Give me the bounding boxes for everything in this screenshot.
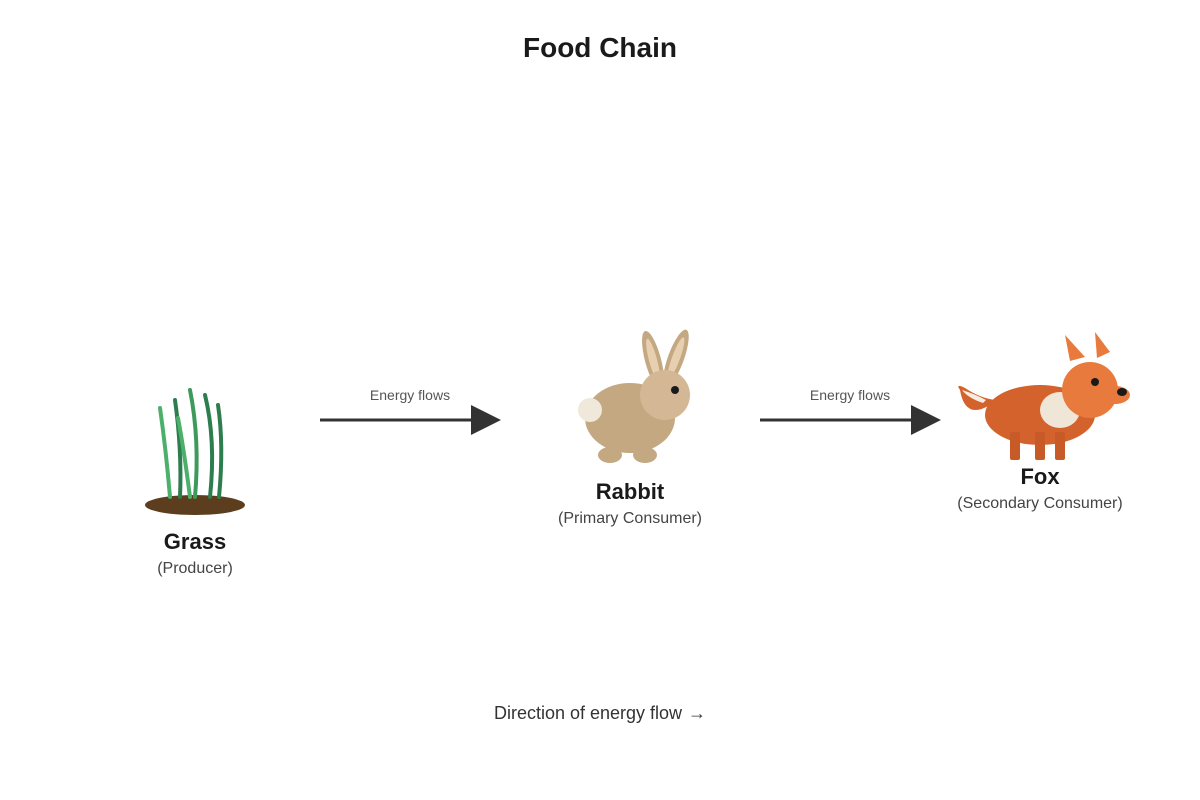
fox-nose <box>1117 388 1127 396</box>
edge-label-grass-rabbit: Energy flows <box>369 387 451 403</box>
rabbit-eye <box>671 386 679 394</box>
diagram-title: Food Chain <box>523 32 677 63</box>
node-role-rabbit: (Primary Consumer) <box>557 510 702 527</box>
rabbit-icon <box>578 329 690 463</box>
node-name-fox: Fox <box>1020 464 1060 489</box>
fox-icon <box>958 332 1130 460</box>
node-name-rabbit: Rabbit <box>595 479 665 504</box>
soil-mound <box>145 495 245 515</box>
node-role-fox: (Secondary Consumer) <box>957 495 1123 512</box>
fox-eye <box>1091 378 1099 386</box>
node-name-grass: Grass <box>163 529 227 554</box>
node-role-grass: (Producer) <box>157 560 233 577</box>
flow-direction-caption: Direction of energy flow→ <box>0 703 1200 724</box>
right-arrow-icon: → <box>688 703 707 723</box>
rabbit-tail <box>578 398 602 422</box>
footer-text: Direction of energy flow <box>493 703 683 723</box>
edge-label-rabbit-fox: Energy flows <box>809 387 891 403</box>
grass-icon <box>145 388 245 515</box>
